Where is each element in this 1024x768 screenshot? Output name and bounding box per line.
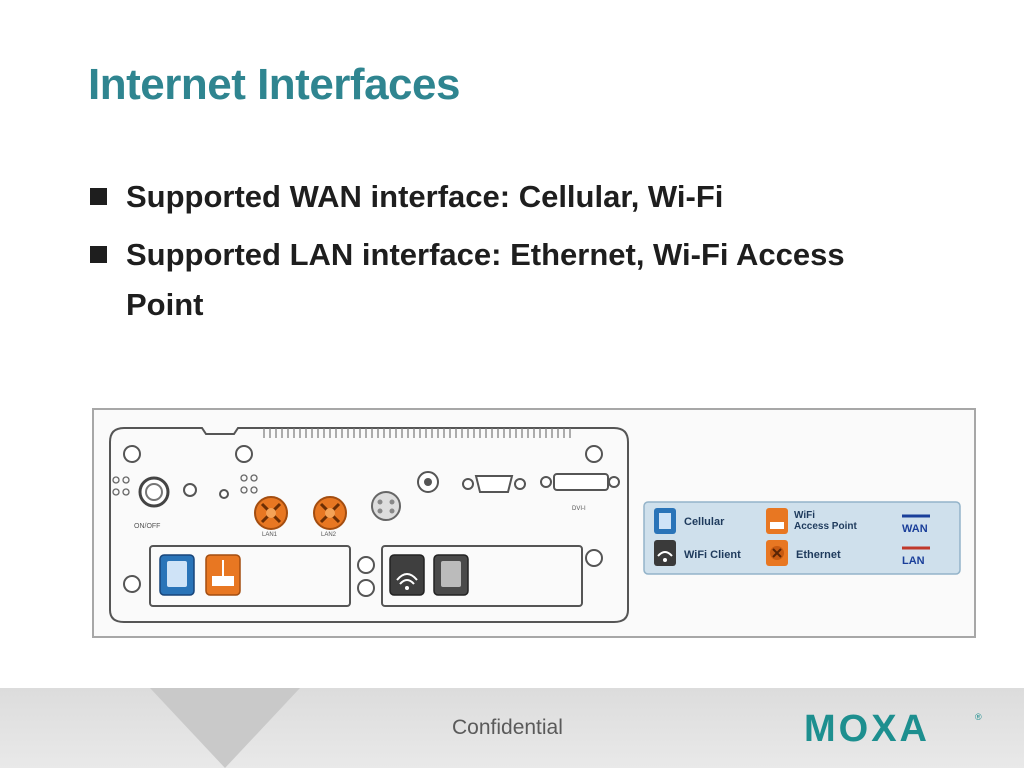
status-leds bbox=[112, 474, 258, 496]
legend-wifi-client-label: WiFi Client bbox=[684, 549, 741, 561]
legend-access-point-label: WiFi Access Point bbox=[794, 510, 857, 532]
moxa-logo: MOXA bbox=[804, 708, 930, 750]
legend-cellular-label: Cellular bbox=[684, 516, 725, 528]
bullet-text: Supported WAN interface: Cellular, Wi-Fi bbox=[126, 179, 724, 214]
lan1-label: LAN1 bbox=[262, 532, 278, 538]
legend-ethernet-label: Ethernet bbox=[796, 549, 841, 561]
round-connector-icon bbox=[371, 491, 401, 521]
dvi-label: DVI-I bbox=[572, 506, 586, 512]
wifi-module-icon bbox=[389, 554, 425, 596]
ethernet-icon bbox=[766, 540, 788, 566]
ethernet-port-icon bbox=[313, 496, 347, 530]
dvi-port-icon bbox=[540, 473, 620, 491]
legend-access-point-line: Access Point bbox=[794, 521, 857, 532]
access-point-icon bbox=[766, 508, 788, 534]
bullet-text: Supported LAN interface: Ethernet, Wi-Fi… bbox=[126, 237, 845, 322]
bullet-list: Supported WAN interface: Cellular, Wi-Fi… bbox=[88, 172, 888, 338]
audio-jack-icon bbox=[417, 471, 439, 493]
cellular-module-icon bbox=[433, 554, 469, 596]
slide-footer bbox=[0, 688, 1024, 768]
wifi-icon bbox=[654, 540, 676, 566]
bullet-item: Supported WAN interface: Cellular, Wi-Fi bbox=[88, 172, 888, 222]
legend-wan-label: WAN bbox=[902, 523, 928, 535]
confidential-label: Confidential bbox=[452, 716, 563, 739]
interface-legend: Cellular WiFi Client WiFi Access Point E… bbox=[643, 501, 961, 575]
device-panel-figure: ON/OFF LAN1 LAN2 bbox=[92, 408, 976, 638]
access-point-module-icon bbox=[205, 554, 241, 596]
slide-title: Internet Interfaces bbox=[88, 60, 460, 109]
lan2-label: LAN2 bbox=[321, 532, 337, 538]
power-button-icon bbox=[138, 476, 229, 508]
ethernet-port-icon bbox=[254, 496, 288, 530]
vent-ridges bbox=[263, 428, 571, 438]
expansion-slot bbox=[149, 545, 583, 607]
screw-icons bbox=[123, 445, 603, 597]
device-panel-drawing: ON/OFF LAN1 LAN2 bbox=[109, 427, 961, 623]
cellular-module-icon bbox=[159, 554, 195, 596]
footer-decoration bbox=[150, 688, 300, 768]
serial-port-icon bbox=[462, 475, 526, 493]
registered-mark: ® bbox=[975, 712, 982, 722]
device-chassis bbox=[109, 427, 629, 623]
on-off-label: ON/OFF bbox=[134, 523, 160, 530]
square-bullet-icon bbox=[90, 246, 107, 263]
legend-access-point-line: WiFi bbox=[794, 510, 815, 521]
square-bullet-icon bbox=[90, 188, 107, 205]
cellular-icon bbox=[654, 508, 676, 534]
legend-lan-label: LAN bbox=[902, 555, 925, 567]
bullet-item: Supported LAN interface: Ethernet, Wi-Fi… bbox=[88, 230, 888, 330]
